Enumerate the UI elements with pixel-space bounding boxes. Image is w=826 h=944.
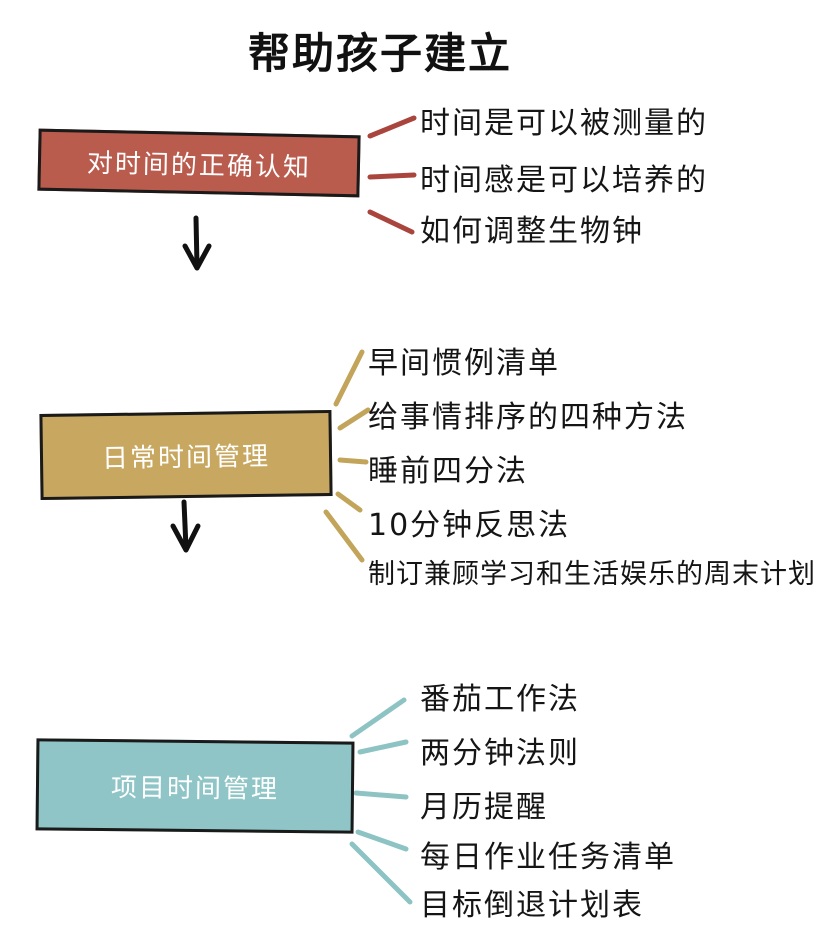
connector-1-1 bbox=[367, 115, 417, 139]
list-item: 睡前四分法 bbox=[368, 454, 528, 489]
list-item: 时间是可以被测量的 bbox=[420, 106, 708, 141]
list-item: 早间惯例清单 bbox=[368, 346, 560, 381]
list-item: 时间感是可以培养的 bbox=[420, 163, 708, 198]
connector-2-5 bbox=[323, 509, 365, 563]
connector-2-1 bbox=[333, 349, 365, 407]
connector-2-4 bbox=[335, 491, 363, 513]
list-item: 如何调整生物钟 bbox=[420, 214, 644, 249]
section-3-connectors bbox=[349, 697, 413, 905]
list-item: 给事情排序的四种方法 bbox=[368, 400, 688, 435]
down-arrow-icon bbox=[182, 215, 212, 271]
section-box-project-time-management: 项目时间管理 bbox=[35, 738, 355, 834]
section-box-time-cognition: 对时间的正确认知 bbox=[37, 128, 361, 198]
list-item: 目标倒退计划表 bbox=[420, 888, 644, 923]
connector-3-5 bbox=[349, 841, 413, 905]
down-arrow-icon bbox=[170, 499, 201, 553]
section-1-connectors bbox=[367, 115, 417, 235]
connector-2-3 bbox=[337, 457, 369, 465]
page-title: 帮助孩子建立 bbox=[247, 29, 512, 78]
list-item: 制订兼顾学习和生活娱乐的周末计划 bbox=[368, 559, 816, 590]
list-item: 每日作业任务清单 bbox=[420, 840, 676, 875]
connector-3-3 bbox=[353, 790, 409, 800]
list-item: 两分钟法则 bbox=[420, 736, 580, 771]
list-item: 月历提醒 bbox=[420, 790, 548, 825]
connector-1-3 bbox=[367, 209, 415, 235]
connector-3-2 bbox=[357, 739, 409, 755]
connector-3-1 bbox=[349, 697, 407, 739]
section-2-connectors bbox=[323, 349, 371, 563]
connector-2-2 bbox=[337, 407, 371, 431]
connector-3-4 bbox=[355, 829, 409, 852]
connector-1-2 bbox=[367, 172, 417, 180]
section-box-daily-time-management: 日常时间管理 bbox=[39, 409, 333, 501]
list-item: 番茄工作法 bbox=[420, 682, 580, 717]
list-item: 10分钟反思法 bbox=[368, 508, 571, 543]
